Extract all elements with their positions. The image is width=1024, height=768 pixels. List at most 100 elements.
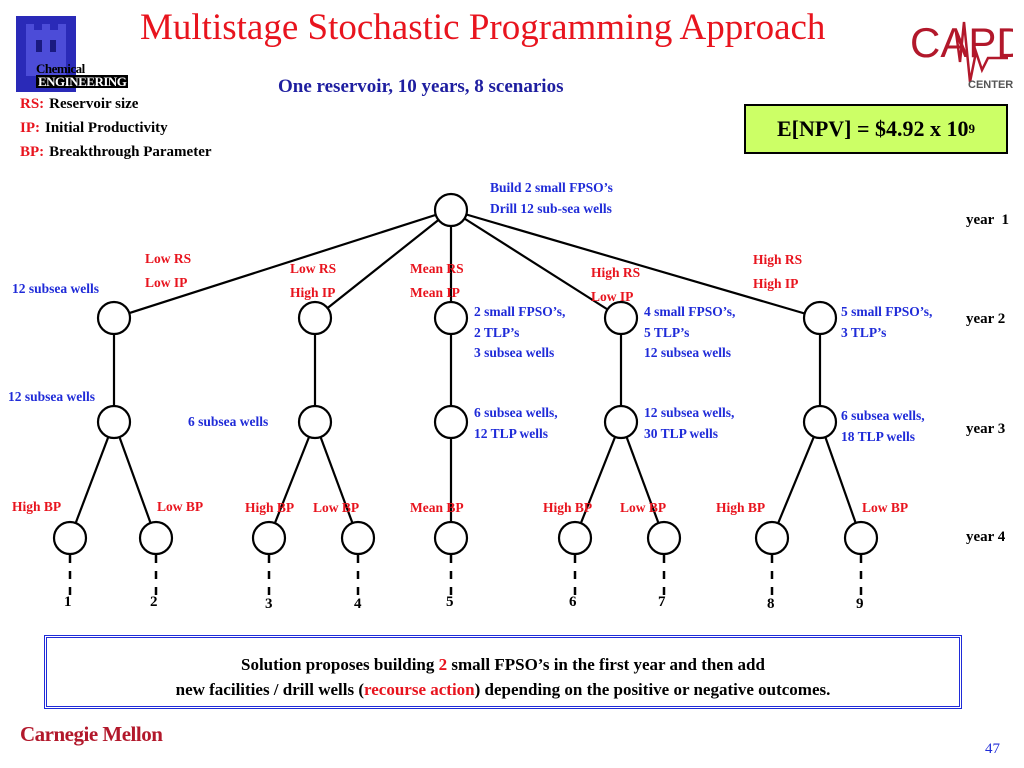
legend-ip: IP: Initial Productivity (20, 120, 168, 137)
page-title: Multistage Stochastic Programming Approa… (140, 7, 826, 48)
action-line: 2 small FPSO’s, (474, 304, 566, 319)
tree-leaf (843, 520, 879, 556)
bp-label: High BP (12, 499, 62, 514)
action-line: 6 subsea wells, (841, 408, 925, 423)
tree-leaf (646, 520, 682, 556)
scenario-number: 5 (446, 594, 454, 610)
solution-highlight: 2 (438, 655, 448, 674)
logo-text: Chemical ENGINEERING (36, 61, 129, 89)
branch-ip: Low IP (145, 275, 188, 290)
legend-rs: RS:Reservoir size (20, 96, 138, 113)
branch-label: Low RS High IP (290, 257, 336, 305)
year-label: year 1 (966, 212, 1010, 228)
tree-leaf (251, 520, 287, 556)
year3-action: 6 subsea wells (188, 412, 268, 433)
branch-rs: Low RS (290, 261, 337, 276)
action-line: 18 TLP wells (841, 428, 916, 444)
subtitle: One reservoir, 10 years, 8 scenarios (278, 76, 564, 97)
tree-node (297, 404, 333, 440)
action-line: 12 TLP wells (474, 425, 549, 441)
year2-action: 2 small FPSO’s, 2 TLP’s 3 subsea wells (474, 302, 565, 364)
legend-key: RS: (20, 96, 45, 112)
logo-line2: ENGINEERING (36, 74, 129, 89)
year3-action: 6 subsea wells, 12 TLP wells (474, 403, 558, 444)
solution-box: Solution proposes building 2 small FPSO’… (44, 635, 962, 709)
branch-rs: High RS (591, 265, 641, 280)
tree-leaf (433, 520, 469, 556)
tree-node (433, 404, 469, 440)
legend-text: Initial Productivity (45, 120, 168, 136)
root-action: Build 2 small FPSO’s Drill 12 sub-sea we… (490, 178, 613, 219)
capd-logo: CAPD CENTER (908, 12, 1024, 97)
scenario-number: 3 (265, 596, 273, 612)
bp-label: High BP (543, 500, 593, 515)
university-logo: Carnegie Mellon (20, 722, 163, 746)
year-label: year 3 (966, 421, 1006, 437)
bp-label: Low BP (620, 500, 667, 515)
tree-leaf (52, 520, 88, 556)
tree-node (802, 300, 838, 336)
year3-action: 12 subsea wells (8, 387, 95, 408)
branch-label: High RS Low IP (591, 261, 640, 309)
action-line: 3 TLP’s (841, 324, 887, 340)
action-line: 12 subsea wells (8, 389, 96, 404)
scenario-number: 2 (150, 594, 158, 610)
action-line: 12 subsea wells (12, 281, 100, 296)
branch-label: Mean RS Mean IP (410, 257, 464, 305)
action-line: 2 TLP’s (474, 324, 520, 340)
scenario-number: 7 (658, 594, 666, 610)
tree-node (603, 404, 639, 440)
tree-node-root (433, 192, 469, 228)
branch-label: Low RS Low IP (145, 247, 191, 295)
year-label: year 4 (966, 529, 1006, 545)
year2-action: 5 small FPSO’s, 3 TLP’s (841, 302, 932, 343)
castle-tower-icon (26, 24, 66, 76)
action-line: 5 small FPSO’s, (841, 304, 933, 319)
bp-label: Low BP (862, 500, 909, 515)
action-line: 12 subsea wells (644, 345, 732, 360)
tree-leaf (557, 520, 593, 556)
branch-rs: Low RS (145, 251, 192, 266)
solution-text: new facilities / drill wells ( (175, 680, 364, 699)
npv-text: E[NPV] = $4.92 x 10 (776, 116, 969, 141)
legend-bp: BP:Breakthrough Parameter (20, 144, 212, 161)
scenario-number: 6 (569, 594, 577, 610)
tree-leaf (138, 520, 174, 556)
tree-leaf (754, 520, 790, 556)
action-line: 30 TLP wells (644, 425, 719, 441)
root-action-line: Build 2 small FPSO’s (490, 180, 613, 195)
action-line: 4 small FPSO’s, (644, 304, 736, 319)
year2-action: 12 subsea wells (12, 279, 99, 300)
scenario-number: 9 (856, 596, 864, 612)
legend-key: IP: (20, 120, 40, 136)
solution-highlight: recourse action (364, 680, 475, 699)
action-line: 6 subsea wells, (474, 405, 558, 420)
solution-text: Solution proposes building (241, 655, 439, 674)
branch-ip: High IP (290, 285, 336, 300)
year2-action: 4 small FPSO’s, 5 TLP’s 12 subsea wells (644, 302, 735, 364)
root-action-line: Drill 12 sub-sea wells (490, 200, 612, 216)
tree-node (433, 300, 469, 336)
scenario-number: 8 (767, 596, 775, 612)
page-number: 47 (985, 741, 1000, 757)
action-line: 5 TLP’s (644, 324, 690, 340)
capd-sub: CENTER (968, 79, 1013, 91)
capd-center-icon: CAPD CENTER (910, 19, 1024, 91)
branch-label: High RS High IP (753, 248, 802, 296)
action-line: 3 subsea wells (474, 345, 555, 360)
bp-label: Mean BP (410, 500, 464, 515)
year3-action: 12 subsea wells, 30 TLP wells (644, 403, 734, 444)
npv-exponent: 9 (968, 121, 976, 136)
bp-label: High BP (245, 500, 295, 515)
tree-leaf (340, 520, 376, 556)
bp-label: Low BP (313, 500, 360, 515)
branch-rs: Mean RS (410, 261, 464, 276)
action-line: 6 subsea wells (188, 414, 269, 429)
scenario-number: 1 (64, 594, 72, 610)
logo-line1: Chemical (36, 61, 85, 76)
scenario-number: 4 (354, 596, 362, 612)
legend-text: Breakthrough Parameter (49, 144, 212, 160)
solution-text: ) depending on the positive or negative … (474, 680, 831, 699)
branch-ip: Mean IP (410, 285, 460, 300)
